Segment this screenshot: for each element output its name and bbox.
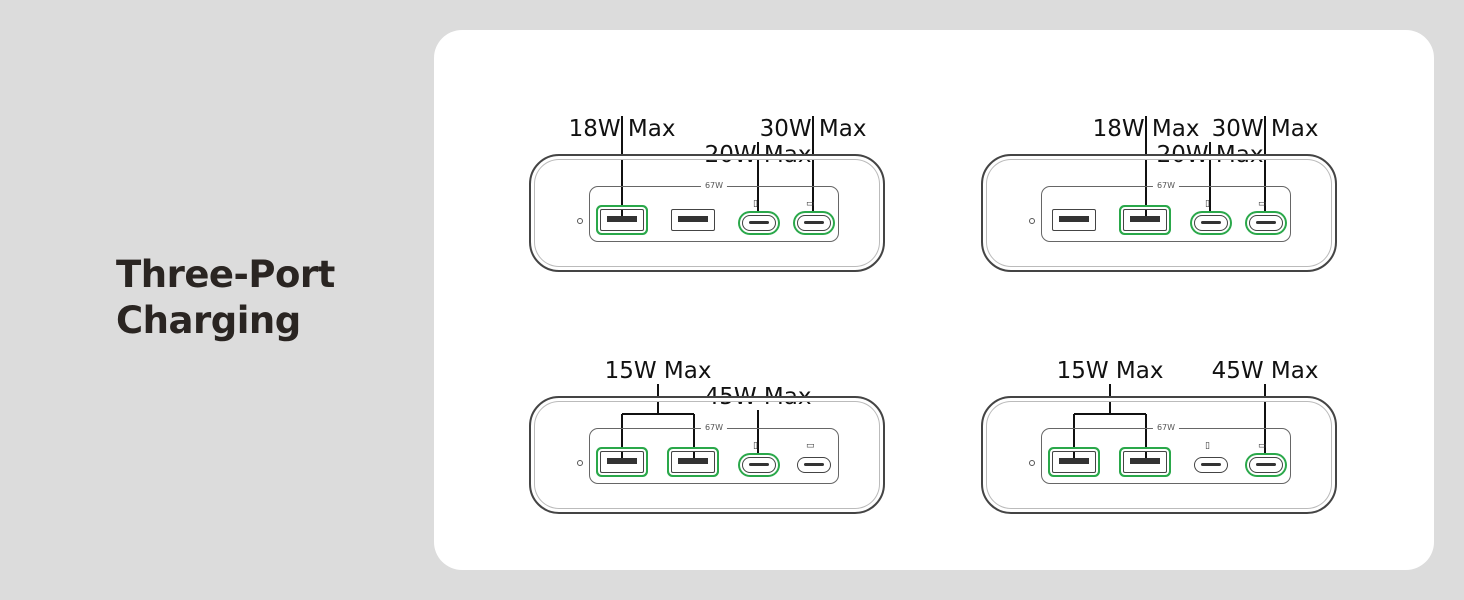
usb-a-port-2	[671, 209, 715, 231]
laptop-icon: ▭	[1258, 199, 1267, 209]
label-45w: 45W Max	[1211, 358, 1319, 384]
panel-4: 15W Max 45W Max 67W ▯ ▭	[981, 322, 1401, 567]
label-30w: 30W Max	[1211, 116, 1319, 142]
led-indicator	[1029, 460, 1035, 466]
diagram-card: 18W Max 20W Max 30W Max 67W ▯ ▭ 18W Max …	[434, 30, 1434, 570]
panel-1: 18W Max 20W Max 30W Max 67W ▯ ▭	[529, 80, 949, 325]
led-indicator	[577, 460, 583, 466]
led-indicator	[1029, 218, 1035, 224]
usb-a-port-2	[1123, 209, 1167, 231]
phone-icon: ▯	[753, 199, 758, 209]
power-bank: 67W ▯ ▭	[981, 154, 1337, 272]
port-plate: 67W ▯ ▭	[589, 181, 839, 242]
callout-lines	[621, 384, 759, 462]
usb-c-port-1	[1194, 457, 1228, 473]
label-15w: 15W Max	[1056, 358, 1164, 384]
plate-label: 67W	[1152, 181, 1180, 191]
usb-a-port-1	[1052, 209, 1096, 231]
usb-a-port-2	[1123, 451, 1167, 473]
phone-icon: ▯	[1205, 441, 1210, 451]
page-title: Three-Port Charging	[116, 252, 335, 344]
plate-label: 67W	[1152, 423, 1180, 433]
usb-a-port-1	[600, 451, 644, 473]
usb-a-port-1	[600, 209, 644, 231]
title-line-1: Three-Port	[116, 253, 335, 296]
usb-a-port-1	[1052, 451, 1096, 473]
usb-c-port-1	[742, 457, 776, 473]
usb-c-port-2	[797, 215, 831, 231]
label-30w: 30W Max	[759, 116, 867, 142]
label-18w: 18W Max	[568, 116, 676, 142]
port-plate: 67W ▯ ▭	[1041, 423, 1291, 484]
power-bank: 67W ▯ ▭	[529, 154, 885, 272]
led-indicator	[577, 218, 583, 224]
usb-c-port-2	[1249, 215, 1283, 231]
plate-label: 67W	[700, 181, 728, 191]
port-plate: 67W ▯ ▭	[589, 423, 839, 484]
panel-2: 18W Max 20W Max 30W Max 67W ▯ ▭	[981, 80, 1401, 325]
title-line-2: Charging	[116, 299, 301, 342]
phone-icon: ▯	[753, 441, 758, 451]
label-15w: 15W Max	[604, 358, 712, 384]
laptop-icon: ▭	[806, 441, 815, 451]
usb-c-port-2	[797, 457, 831, 473]
laptop-icon: ▭	[806, 199, 815, 209]
usb-a-port-2	[671, 451, 715, 473]
plate-label: 67W	[700, 423, 728, 433]
usb-c-port-1	[742, 215, 776, 231]
phone-icon: ▯	[1205, 199, 1210, 209]
usb-c-port-1	[1194, 215, 1228, 231]
power-bank: 67W ▯ ▭	[529, 396, 885, 514]
label-18w: 18W Max	[1092, 116, 1200, 142]
power-bank: 67W ▯ ▭	[981, 396, 1337, 514]
port-plate: 67W ▯ ▭	[1041, 181, 1291, 242]
laptop-icon: ▭	[1258, 441, 1267, 451]
usb-c-port-2	[1249, 457, 1283, 473]
panel-3: 15W Max 45W Max 67W ▯ ▭	[529, 322, 949, 567]
